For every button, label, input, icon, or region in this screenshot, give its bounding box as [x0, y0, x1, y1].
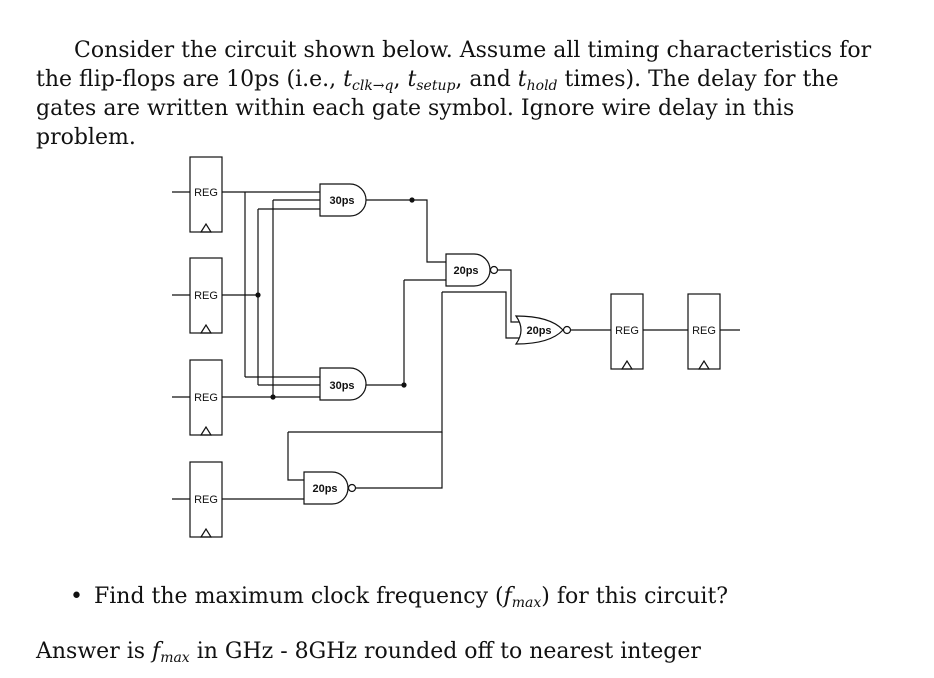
separator-2: , and	[455, 67, 518, 92]
t-clk-q-subscript: clk→q	[352, 78, 394, 94]
and-gate-top	[319, 183, 367, 217]
gate-delay-nand-bottom: 20ps	[312, 483, 337, 495]
reg-label-6: REG	[692, 325, 716, 337]
reg-label-2: REG	[194, 290, 218, 302]
question-item: • Find the maximum clock frequency (fmax)…	[70, 583, 728, 611]
separator-1: ,	[393, 67, 408, 92]
t-setup-subscript: setup	[416, 78, 456, 94]
clock-triangle-5	[620, 359, 634, 370]
f-max-subscript: max	[511, 595, 542, 611]
nand-gate-center	[445, 253, 491, 287]
reg-label-4: REG	[194, 494, 218, 506]
bullet-marker: •	[70, 584, 83, 609]
gate-delay-nor-right: 20ps	[526, 325, 551, 337]
f-max-symbol: f	[503, 584, 512, 609]
nand-gate-bottom	[303, 471, 349, 505]
reg-label-1: REG	[194, 187, 218, 199]
question-text-b: ) for this circuit?	[541, 584, 729, 609]
intro-text-a: Consider the circuit shown below. Assume…	[36, 38, 872, 92]
t-hold-symbol: t	[517, 67, 527, 92]
answer-text-a: Answer is	[36, 639, 153, 664]
clock-triangle-4	[199, 527, 213, 538]
answer-text-b: in GHz - 8GHz rounded off to nearest int…	[189, 639, 701, 664]
question-text-a: Find the maximum clock frequency (	[94, 584, 504, 609]
problem-statement: Consider the circuit shown below. Assume…	[36, 36, 896, 152]
clock-triangle-3	[199, 425, 213, 436]
nor-gate-right	[514, 315, 564, 345]
gate-delay-nand-center: 20ps	[453, 265, 478, 277]
t-clk-q-symbol: t	[343, 67, 352, 92]
intro-text-b: times). The delay for the gates are writ…	[36, 67, 839, 150]
and-gate-mid	[319, 367, 367, 401]
answer-line: Answer is fmax in GHz - 8GHz rounded off…	[36, 638, 701, 666]
t-setup-symbol: t	[407, 67, 417, 92]
clock-triangle-6	[697, 359, 711, 370]
reg-label-5: REG	[615, 325, 639, 337]
t-hold-subscript: hold	[526, 78, 558, 94]
gate-delay-and-mid: 30ps	[329, 380, 354, 392]
reg-label-3: REG	[194, 392, 218, 404]
clock-triangle-2	[199, 323, 213, 334]
clock-triangle-1	[199, 222, 213, 233]
answer-f-subscript: max	[160, 650, 190, 666]
gate-delay-and-top: 30ps	[329, 195, 354, 207]
answer-f-symbol: f	[152, 639, 161, 664]
